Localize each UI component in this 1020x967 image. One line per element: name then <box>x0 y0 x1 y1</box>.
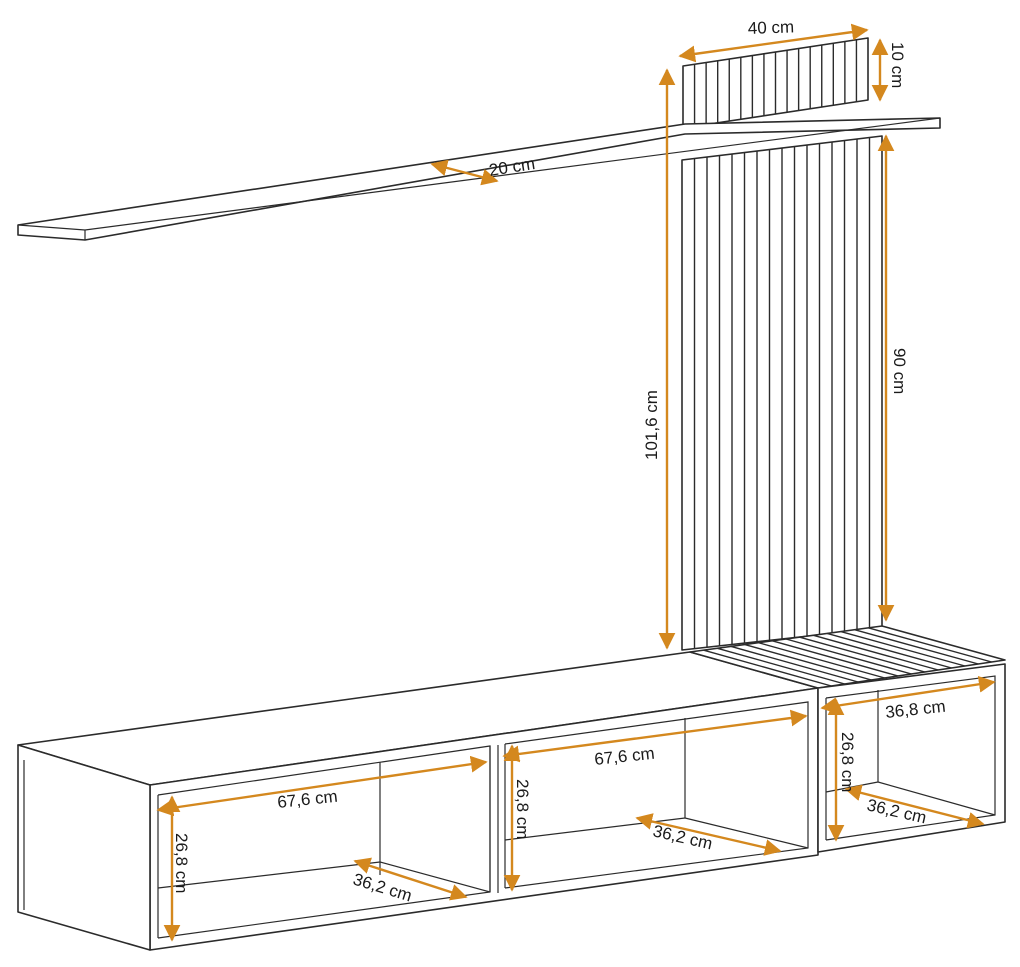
slat-back-panel <box>681 135 883 651</box>
dim-middle-cabinet-depth <box>635 813 782 856</box>
dim-left-cabinet-depth <box>353 857 468 901</box>
slat-line <box>785 638 912 675</box>
slat-line <box>772 640 899 677</box>
wall-shelf <box>17 117 941 241</box>
label-middle-cabinet-height: 26,8 cm <box>513 779 532 839</box>
dim-right-cabinet-depth <box>844 784 985 829</box>
slat-line <box>813 634 939 671</box>
slat-line <box>703 649 832 687</box>
slat-line <box>826 632 952 669</box>
dim-middle-cabinet-width <box>502 709 808 763</box>
dim-right-cabinet-width <box>820 675 996 715</box>
long-cabinet <box>17 651 819 951</box>
dimension-lines <box>156 23 996 942</box>
dim-top-panel-width <box>678 23 869 63</box>
slat-line <box>840 630 966 667</box>
label-panel-total-height: 101,6 cm <box>642 390 661 460</box>
slat-line <box>758 642 885 679</box>
label-left-cabinet-height: 26,8 cm <box>172 833 191 893</box>
label-panel-height: 90 cm <box>890 348 909 394</box>
slat-line <box>744 643 872 681</box>
dim-left-cabinet-width <box>156 755 488 817</box>
slat-line <box>868 627 992 663</box>
dim-shelf-depth <box>430 159 499 186</box>
label-top-panel-width: 40 cm <box>747 17 794 38</box>
slat-line <box>799 636 926 673</box>
label-right-cabinet-height: 26,8 cm <box>838 732 857 792</box>
slat-line <box>854 629 979 665</box>
label-top-panel-height: 10 cm <box>888 42 907 88</box>
